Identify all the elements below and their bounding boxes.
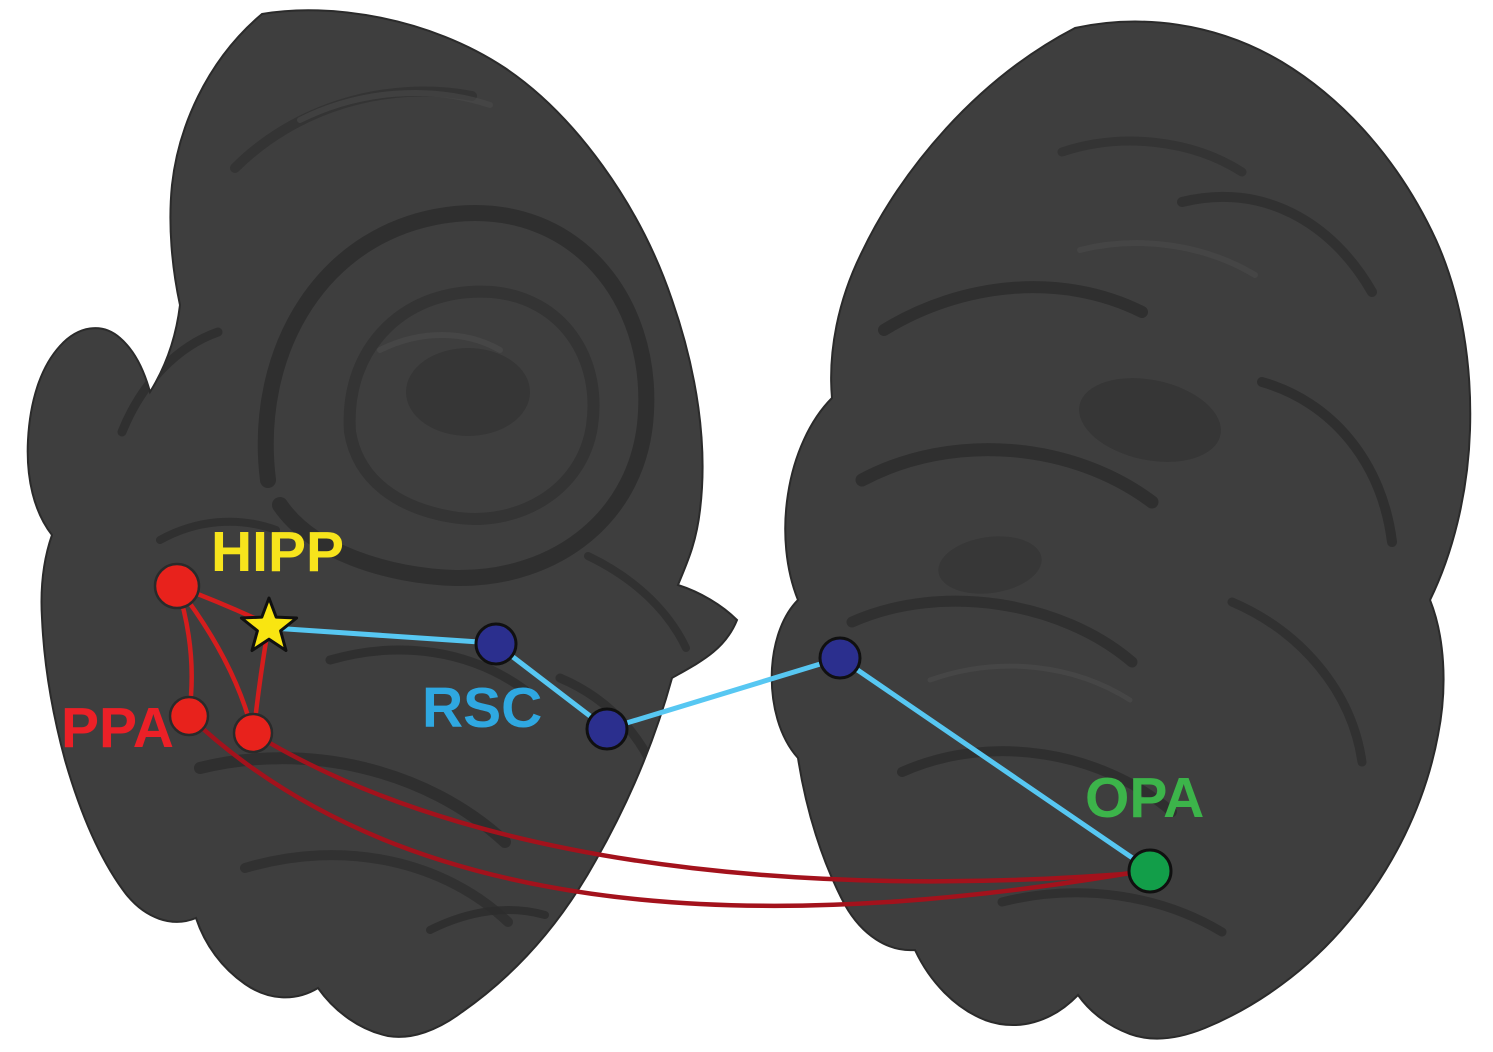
rsc-node-right (818, 636, 862, 680)
edge-ppa2-opa-crosshemisphere (186, 713, 1151, 909)
right-sulcus-line (897, 746, 1177, 817)
rsc-node-left-2 (585, 707, 629, 751)
edge-ppa3-opa-crosshemisphere (250, 730, 1151, 884)
left-sulcus-line (343, 285, 600, 525)
left-sulcus-line (325, 645, 530, 695)
left-sulcus-line (426, 906, 549, 934)
right-hemisphere (770, 20, 1472, 1040)
left-sulcus-line (584, 552, 690, 652)
left-gyrus-highlight (297, 90, 493, 123)
opa-label: OPA (1085, 766, 1204, 830)
opa-node (1127, 848, 1173, 894)
right-sulcus-line (1257, 377, 1397, 547)
right-hemisphere-sulci (846, 136, 1397, 937)
right-sulcus-line (878, 281, 1148, 336)
left-hemisphere (26, 9, 739, 1038)
region-labels: HIPP PPA RSC OPA (61, 520, 1204, 830)
right-gyrus-highlight (1077, 240, 1258, 278)
left-sulcus-line (117, 327, 223, 437)
edge-hipp-rsc1 (269, 625, 497, 646)
ppa-node-3 (232, 712, 274, 754)
right-sulcus-blob (1079, 378, 1221, 462)
hipp-node-star (239, 596, 299, 652)
rsc-node-left-1 (474, 622, 518, 666)
ppa-node-2 (168, 695, 210, 737)
right-sulcus-line (855, 443, 1159, 509)
left-sulcus-blob (406, 348, 530, 436)
left-gyrus-highlight (377, 332, 503, 353)
left-sulcus-line (240, 850, 513, 927)
left-hemisphere-sulci (117, 86, 690, 934)
edge-rsc3-opa (837, 655, 1153, 873)
right-gyrus-highlight (927, 663, 1133, 703)
edge-rsc1-rsc2 (493, 641, 610, 732)
right-sulcus-line (1057, 136, 1247, 177)
right-hemisphere-surface (770, 20, 1472, 1040)
rsc-label: RSC (422, 676, 542, 740)
right-sulcus-blob (938, 536, 1042, 594)
right-sulcus-line (1227, 597, 1367, 767)
ppa-node-1 (153, 562, 201, 610)
region-nodes (153, 562, 1173, 894)
ppa-label: PPA (61, 696, 174, 760)
right-sulcus-line (846, 595, 1138, 668)
left-hemisphere-surface (26, 9, 739, 1038)
right-sulcus-line (1177, 191, 1377, 297)
hipp-label: HIPP (211, 520, 344, 584)
left-sulcus-line (257, 205, 655, 587)
left-sulcus-line (156, 517, 280, 544)
right-sulcus-line (997, 888, 1227, 937)
edge-rsc2-rsc3-crosshemisphere (604, 655, 843, 732)
